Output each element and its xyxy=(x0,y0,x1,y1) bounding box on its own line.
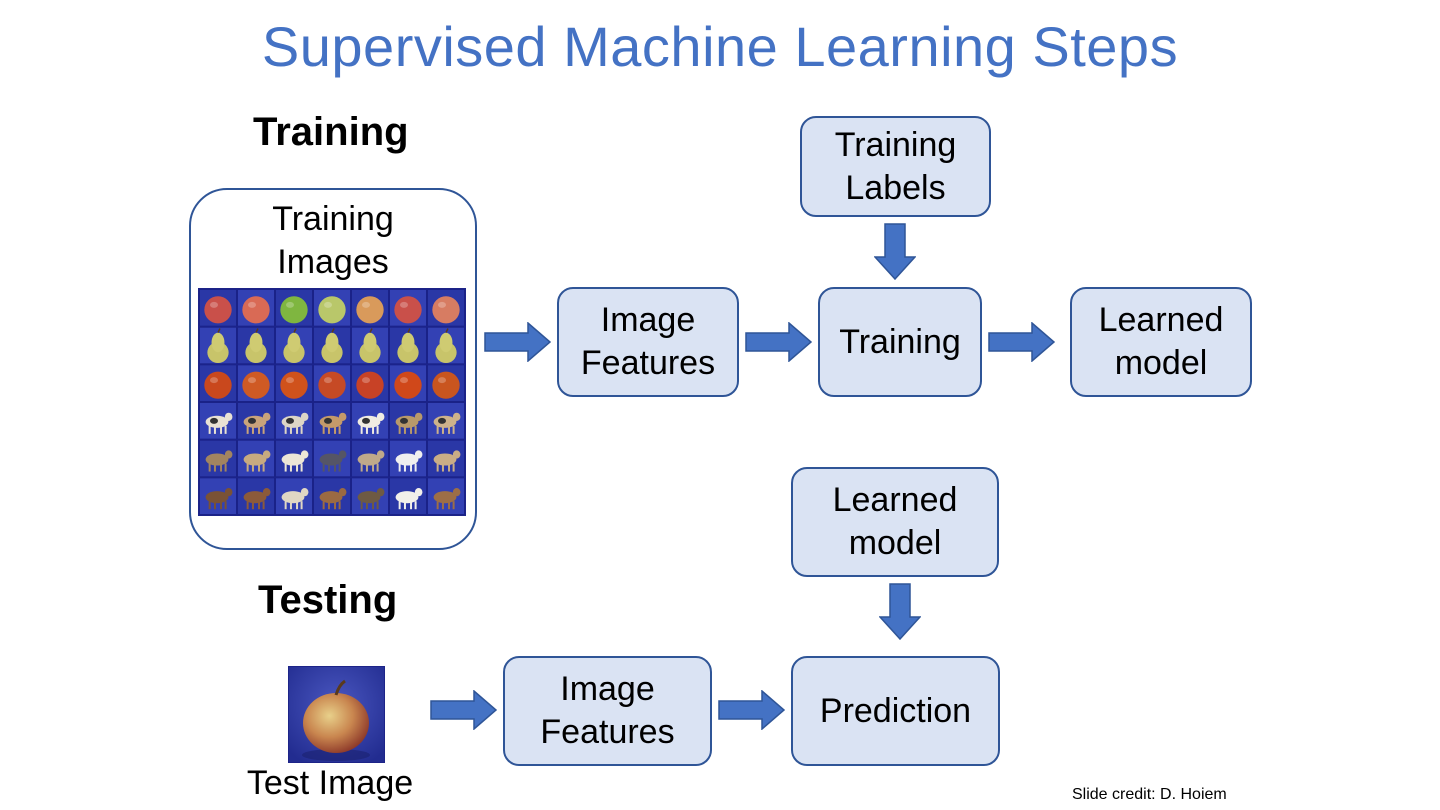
grid-thumbnail-dog xyxy=(237,439,275,478)
grid-thumbnail-cow xyxy=(199,402,237,440)
learned-model-box: Learned model xyxy=(1070,287,1252,397)
slide-credit: Slide credit: D. Hoiem xyxy=(1072,786,1227,803)
arrow-training-to-model xyxy=(988,322,1055,362)
grid-thumbnail-tomato xyxy=(237,364,275,403)
grid-thumbnail-tomato xyxy=(199,364,237,403)
grid-thumbnail-apple xyxy=(427,289,465,327)
grid-thumbnail-pear xyxy=(389,326,427,365)
grid-thumbnail-dog xyxy=(427,439,465,478)
test-image-caption: Test Image xyxy=(246,764,414,802)
grid-thumbnail-tomato xyxy=(389,364,427,403)
grid-thumbnail-pear xyxy=(199,326,237,365)
grid-thumbnail-pear xyxy=(427,326,465,365)
training-image-features-box: Image Features xyxy=(557,287,739,397)
grid-thumbnail-horse xyxy=(199,477,237,515)
training-labels-box: Training Labels xyxy=(800,116,991,217)
grid-thumbnail-apple xyxy=(351,289,389,327)
grid-thumbnail-dog xyxy=(351,439,389,478)
grid-thumbnail-cow xyxy=(389,402,427,440)
prediction-box: Prediction xyxy=(791,656,1000,766)
training-images-label: Training Images xyxy=(272,200,394,281)
arrow-test-image-to-features xyxy=(430,690,497,730)
grid-thumbnail-horse xyxy=(275,477,313,515)
grid-thumbnail-cow xyxy=(427,402,465,440)
grid-thumbnail-dog xyxy=(275,439,313,478)
training-image-grid xyxy=(198,288,466,516)
grid-thumbnail-tomato xyxy=(313,364,351,403)
section-heading-training: Training xyxy=(253,110,409,154)
slide-title: Supervised Machine Learning Steps xyxy=(261,15,1179,78)
test-image-apple xyxy=(288,666,385,763)
section-heading-testing: Testing xyxy=(258,578,398,622)
arrow-images-to-features xyxy=(484,322,551,362)
grid-thumbnail-cow xyxy=(351,402,389,440)
grid-thumbnail-horse xyxy=(237,477,275,515)
grid-thumbnail-horse xyxy=(313,477,351,515)
grid-thumbnail-pear xyxy=(313,326,351,365)
grid-thumbnail-horse xyxy=(351,477,389,515)
grid-thumbnail-horse xyxy=(389,477,427,515)
grid-thumbnail-horse xyxy=(427,477,465,515)
arrow-model-to-prediction xyxy=(879,583,921,640)
grid-thumbnail-tomato xyxy=(351,364,389,403)
grid-thumbnail-dog xyxy=(389,439,427,478)
arrow-features-to-training xyxy=(745,322,812,362)
grid-thumbnail-tomato xyxy=(275,364,313,403)
grid-thumbnail-cow xyxy=(237,402,275,440)
training-box: Training xyxy=(818,287,982,397)
arrow-features-to-prediction xyxy=(718,690,785,730)
grid-thumbnail-pear xyxy=(351,326,389,365)
grid-thumbnail-cow xyxy=(275,402,313,440)
grid-thumbnail-apple xyxy=(389,289,427,327)
grid-thumbnail-tomato xyxy=(427,364,465,403)
testing-learned-model-box: Learned model xyxy=(791,467,999,577)
grid-thumbnail-dog xyxy=(199,439,237,478)
grid-thumbnail-apple xyxy=(275,289,313,327)
arrow-labels-to-training xyxy=(874,223,916,280)
grid-thumbnail-dog xyxy=(313,439,351,478)
grid-thumbnail-pear xyxy=(275,326,313,365)
grid-thumbnail-apple xyxy=(313,289,351,327)
grid-thumbnail-apple xyxy=(199,289,237,327)
grid-thumbnail-cow xyxy=(313,402,351,440)
testing-image-features-box: Image Features xyxy=(503,656,712,766)
grid-thumbnail-pear xyxy=(237,326,275,365)
grid-thumbnail-apple xyxy=(237,289,275,327)
